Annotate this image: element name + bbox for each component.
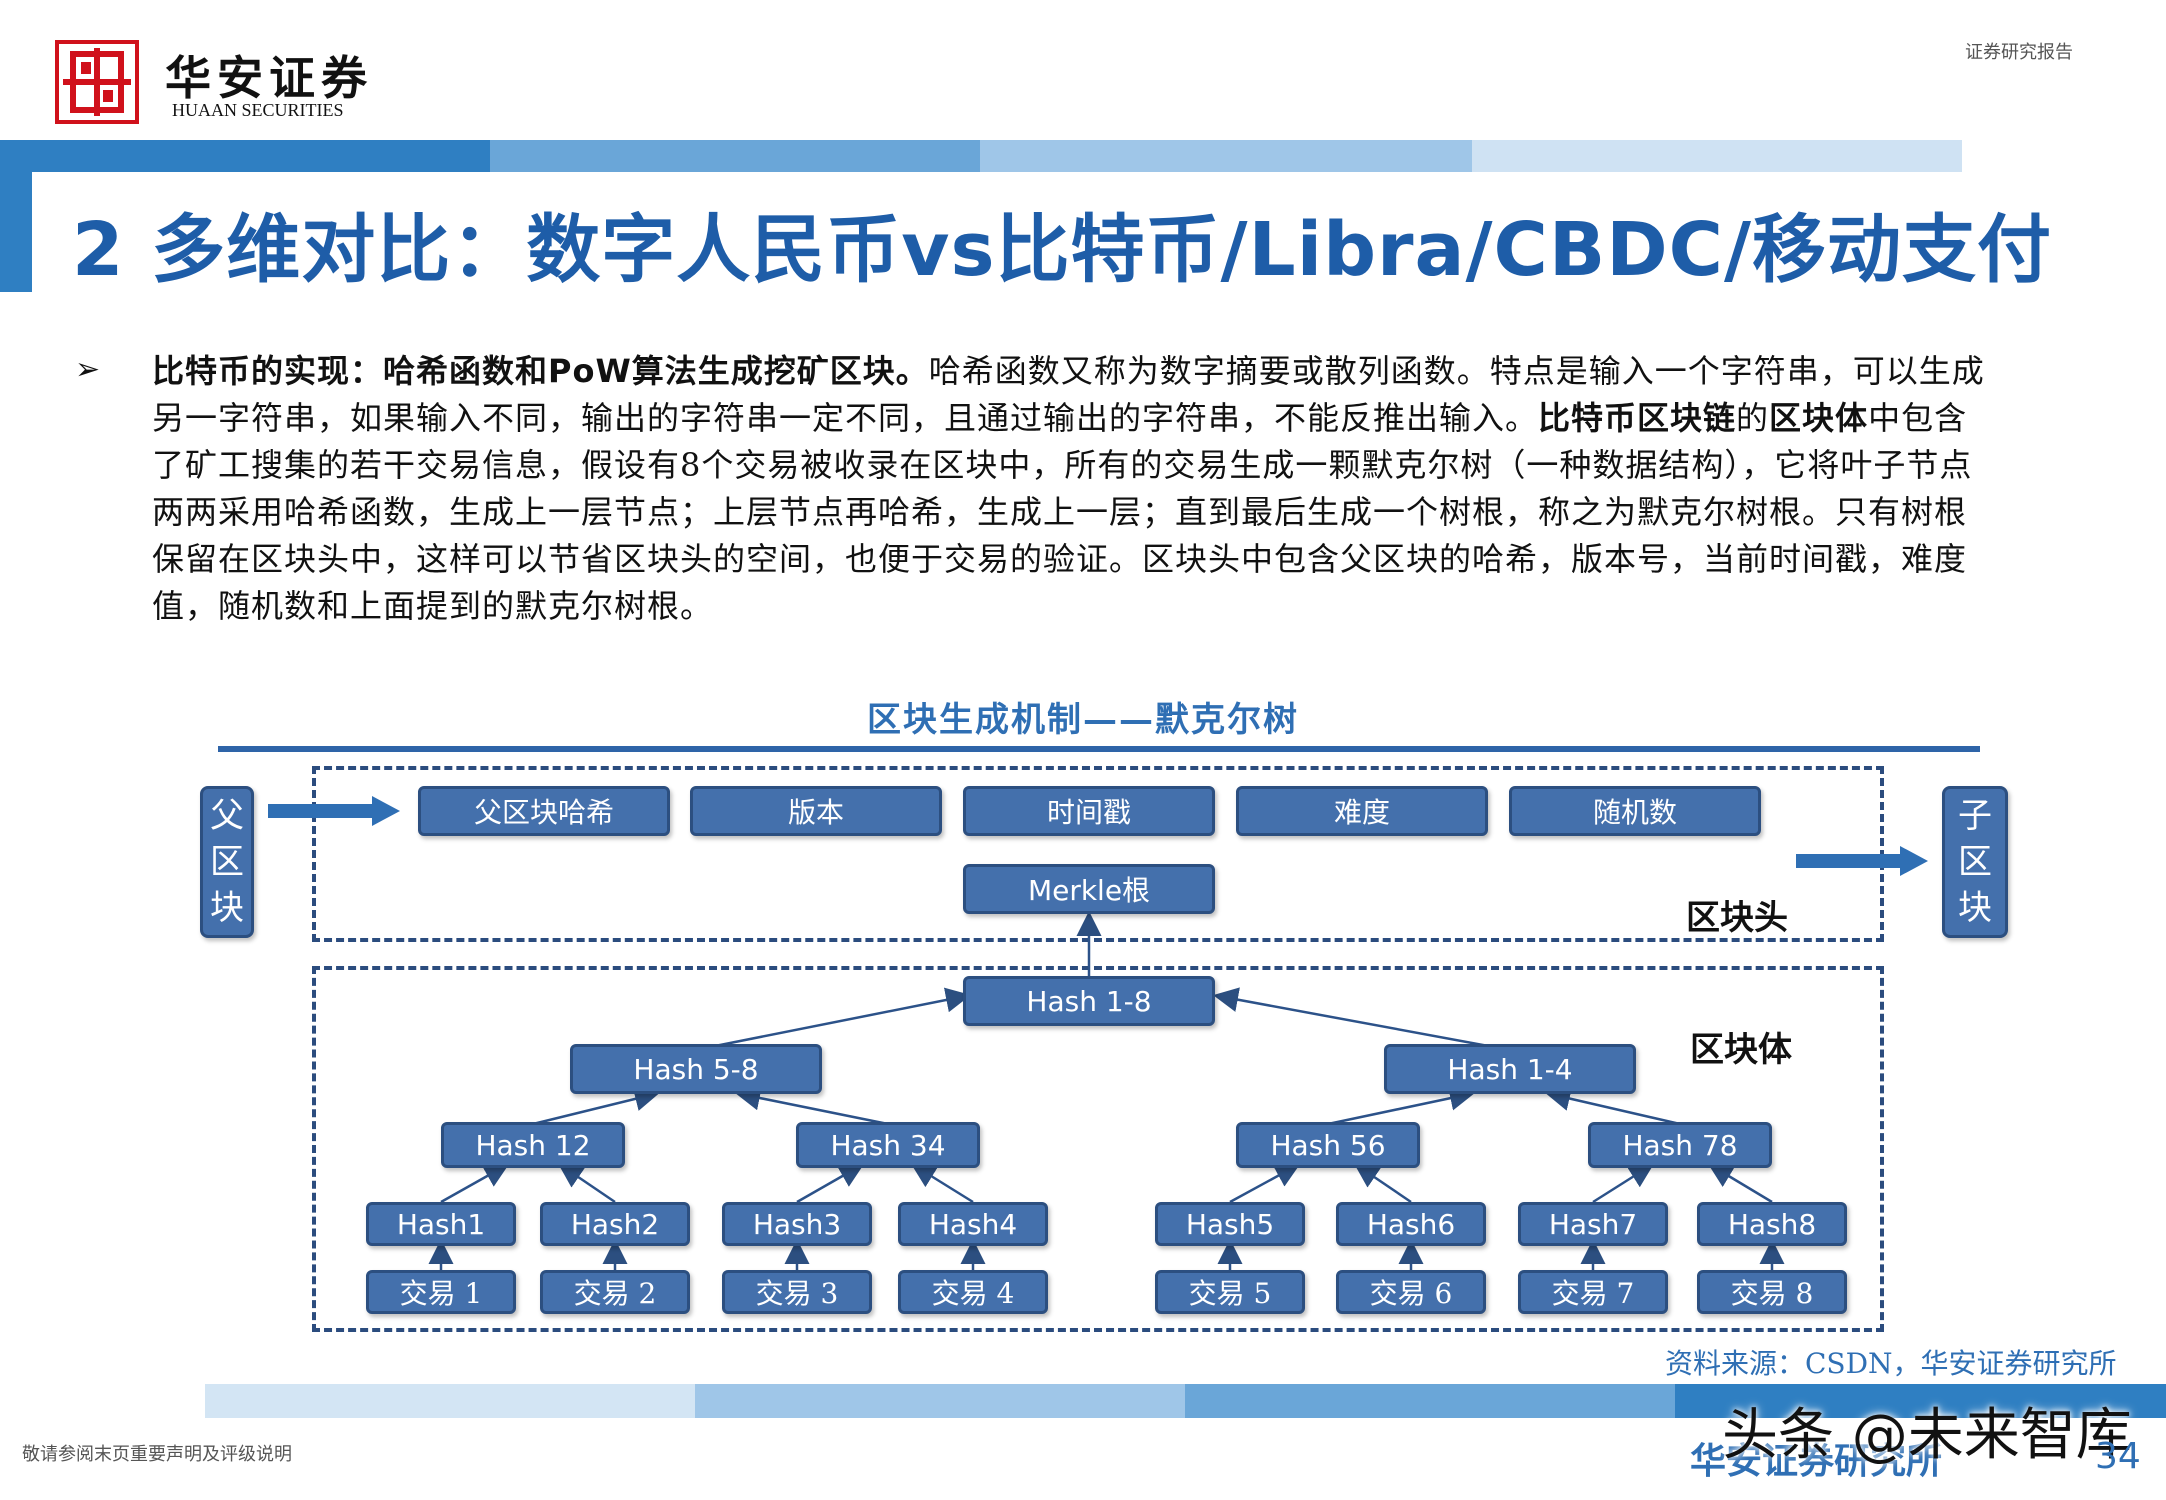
hash-node-34: Hash 34: [796, 1122, 980, 1168]
header-band-3: [980, 140, 1472, 172]
footer-band-1: [205, 1384, 695, 1418]
child-block-box: 子区块: [1942, 786, 2008, 938]
footer-band-4: [1675, 1384, 2166, 1418]
block-header-label: 区块头: [1686, 898, 1788, 938]
header-field-parent-hash: 父区块哈希: [418, 786, 670, 836]
transaction-6: 交易 6: [1336, 1270, 1486, 1314]
diagram-title-rule: [218, 746, 1980, 752]
hash-node-1-4: Hash 1-4: [1384, 1044, 1636, 1094]
header-band-2: [490, 140, 980, 172]
transaction-4: 交易 4: [898, 1270, 1048, 1314]
header-field-version: 版本: [690, 786, 942, 836]
header-field-nonce: 随机数: [1509, 786, 1761, 836]
body-text-1: 哈希函数又称为数字摘要或散列函数。特点是输入一个字符串，可以生成另一字符串，如果…: [152, 352, 1985, 437]
hash-node-78: Hash 78: [1588, 1122, 1772, 1168]
parent-block-box: 父区块: [200, 786, 254, 938]
lead-bold: 比特币的实现：哈希函数和PoW算法生成挖矿区块。: [152, 352, 929, 390]
merkle-root-node: Merkle根: [963, 864, 1215, 914]
body-text-3: 中包含了矿工搜集的若干交易信息，假设有8个交易被收录在区块中，所有的交易生成一颗…: [152, 399, 1973, 625]
title-background: [32, 178, 1986, 324]
transaction-8: 交易 8: [1697, 1270, 1847, 1314]
block-body-frame: [312, 966, 1884, 1332]
leaf-hash-7: Hash7: [1518, 1202, 1668, 1246]
logo-mark: [55, 40, 139, 124]
leaf-hash-2: Hash2: [540, 1202, 690, 1246]
header-field-timestamp: 时间戳: [963, 786, 1215, 836]
source-note: 资料来源：CSDN，华安证券研究所: [1665, 1347, 2117, 1380]
report-type: 证券研究报告: [1965, 42, 2073, 63]
hash-node-56: Hash 56: [1236, 1122, 1420, 1168]
header-field-difficulty: 难度: [1236, 786, 1488, 836]
transaction-5: 交易 5: [1155, 1270, 1305, 1314]
body-text-2: 的: [1736, 399, 1770, 437]
footer-org: 华安证券研究所: [1690, 1440, 1943, 1482]
block-body-label: 区块体: [1690, 1030, 1792, 1070]
root-hash-node: Hash 1-8: [963, 976, 1215, 1026]
body-bold-3: 区块体: [1769, 399, 1869, 437]
header-band-1: [0, 140, 490, 172]
transaction-3: 交易 3: [722, 1270, 872, 1314]
leaf-hash-3: Hash3: [722, 1202, 872, 1246]
leaf-hash-6: Hash6: [1336, 1202, 1486, 1246]
transaction-7: 交易 7: [1518, 1270, 1668, 1314]
footer-disclaimer: 敬请参阅末页重要声明及评级说明: [22, 1444, 292, 1465]
page-title: 2 多维对比：数字人民币vs比特币/Libra/CBDC/移动支付: [72, 207, 2052, 293]
footer-band-2: [695, 1384, 1185, 1418]
diagram-title: 区块生成机制——默克尔树: [867, 700, 1299, 740]
body-paragraph: 比特币的实现：哈希函数和PoW算法生成挖矿区块。哈希函数又称为数字摘要或散列函数…: [152, 348, 1987, 630]
leaf-hash-8: Hash8: [1697, 1202, 1847, 1246]
bullet-arrow-icon: ➢: [75, 352, 101, 387]
footer-band-3: [1185, 1384, 1675, 1418]
transaction-2: 交易 2: [540, 1270, 690, 1314]
body-bold-2: 比特币区块链: [1538, 399, 1737, 437]
leaf-hash-5: Hash5: [1155, 1202, 1305, 1246]
page-number: 34: [2095, 1436, 2141, 1477]
logo-name: 华安证券: [165, 51, 373, 105]
leaf-hash-4: Hash4: [898, 1202, 1048, 1246]
hash-node-12: Hash 12: [441, 1122, 625, 1168]
logo-english: HUAAN SECURITIES: [172, 100, 344, 120]
header-band-4: [1472, 140, 1962, 172]
leaf-hash-1: Hash1: [366, 1202, 516, 1246]
title-accent-bar: [0, 140, 32, 292]
hash-node-5-8: Hash 5-8: [570, 1044, 822, 1094]
transaction-1: 交易 1: [366, 1270, 516, 1314]
watermark: 头条 @未来智库: [1722, 1403, 2132, 1468]
